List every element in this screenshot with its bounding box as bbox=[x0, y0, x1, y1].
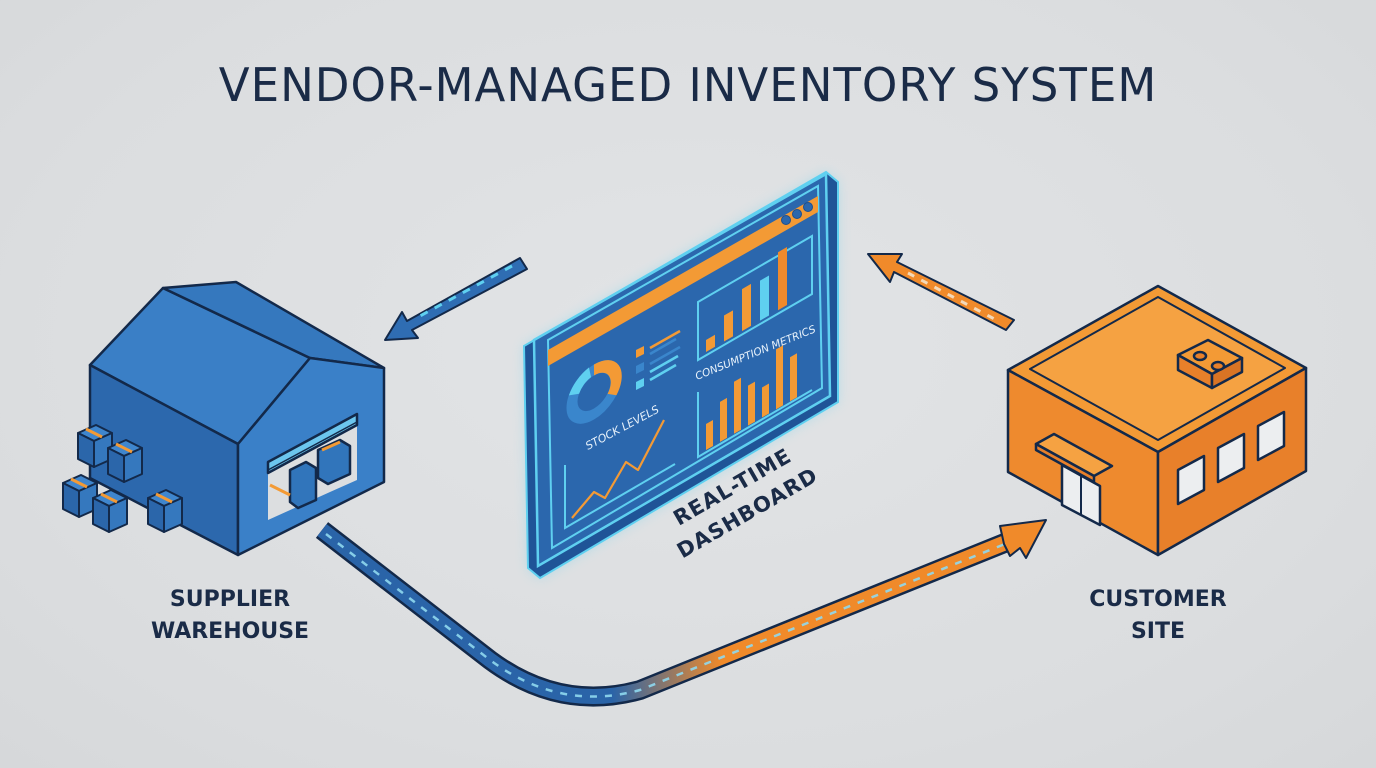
flow-arrow-customer-to-dashboard bbox=[867, 253, 1015, 331]
dashboard-bar bbox=[748, 381, 755, 426]
consumption-bar-chart-bottom bbox=[706, 345, 797, 450]
dashboard-bar bbox=[760, 275, 769, 321]
dashboard-bar bbox=[778, 247, 787, 311]
customer-site-icon bbox=[1006, 284, 1308, 557]
customer-label-line1: CUSTOMER bbox=[1089, 587, 1227, 612]
consumption-bar-chart-top bbox=[706, 247, 787, 352]
stock-donut-chart bbox=[566, 360, 622, 424]
supplier-warehouse-label: SUPPLIER WAREHOUSE bbox=[120, 584, 340, 648]
dashboard-bar bbox=[776, 345, 783, 410]
flow-arrow-supplier-to-customer bbox=[315, 519, 1047, 707]
supplier-label-line1: SUPPLIER bbox=[169, 587, 291, 612]
stock-legend bbox=[636, 329, 681, 390]
stock-line-chart bbox=[564, 419, 676, 530]
dashboard-bar bbox=[790, 353, 797, 402]
dashboard-bar bbox=[762, 383, 769, 418]
window-dot-icon bbox=[792, 209, 802, 219]
diagram-title: VENDOR-MANAGED INVENTORY SYSTEM bbox=[218, 58, 1158, 112]
dashboard-bar bbox=[706, 334, 715, 352]
supplier-warehouse-icon bbox=[88, 280, 386, 557]
window-dot-icon bbox=[781, 215, 791, 225]
dashboard-bar bbox=[742, 283, 751, 332]
dashboard-bar bbox=[724, 310, 733, 342]
dashboard-bar bbox=[720, 397, 727, 442]
inventory-boxes-icon bbox=[62, 424, 183, 533]
flow-arrow-dashboard-to-supplier bbox=[384, 257, 528, 341]
window-dot-icon bbox=[803, 202, 813, 212]
dashboard-bar bbox=[734, 377, 741, 434]
dashboard-bar bbox=[706, 419, 713, 450]
customer-site-label: CUSTOMER SITE bbox=[1048, 584, 1268, 648]
supplier-label-line2: WAREHOUSE bbox=[150, 619, 310, 644]
real-time-dashboard-icon: STOCK LEVELS CONSUMPTION METRICS bbox=[522, 170, 839, 580]
customer-label-line2: SITE bbox=[1130, 619, 1186, 644]
